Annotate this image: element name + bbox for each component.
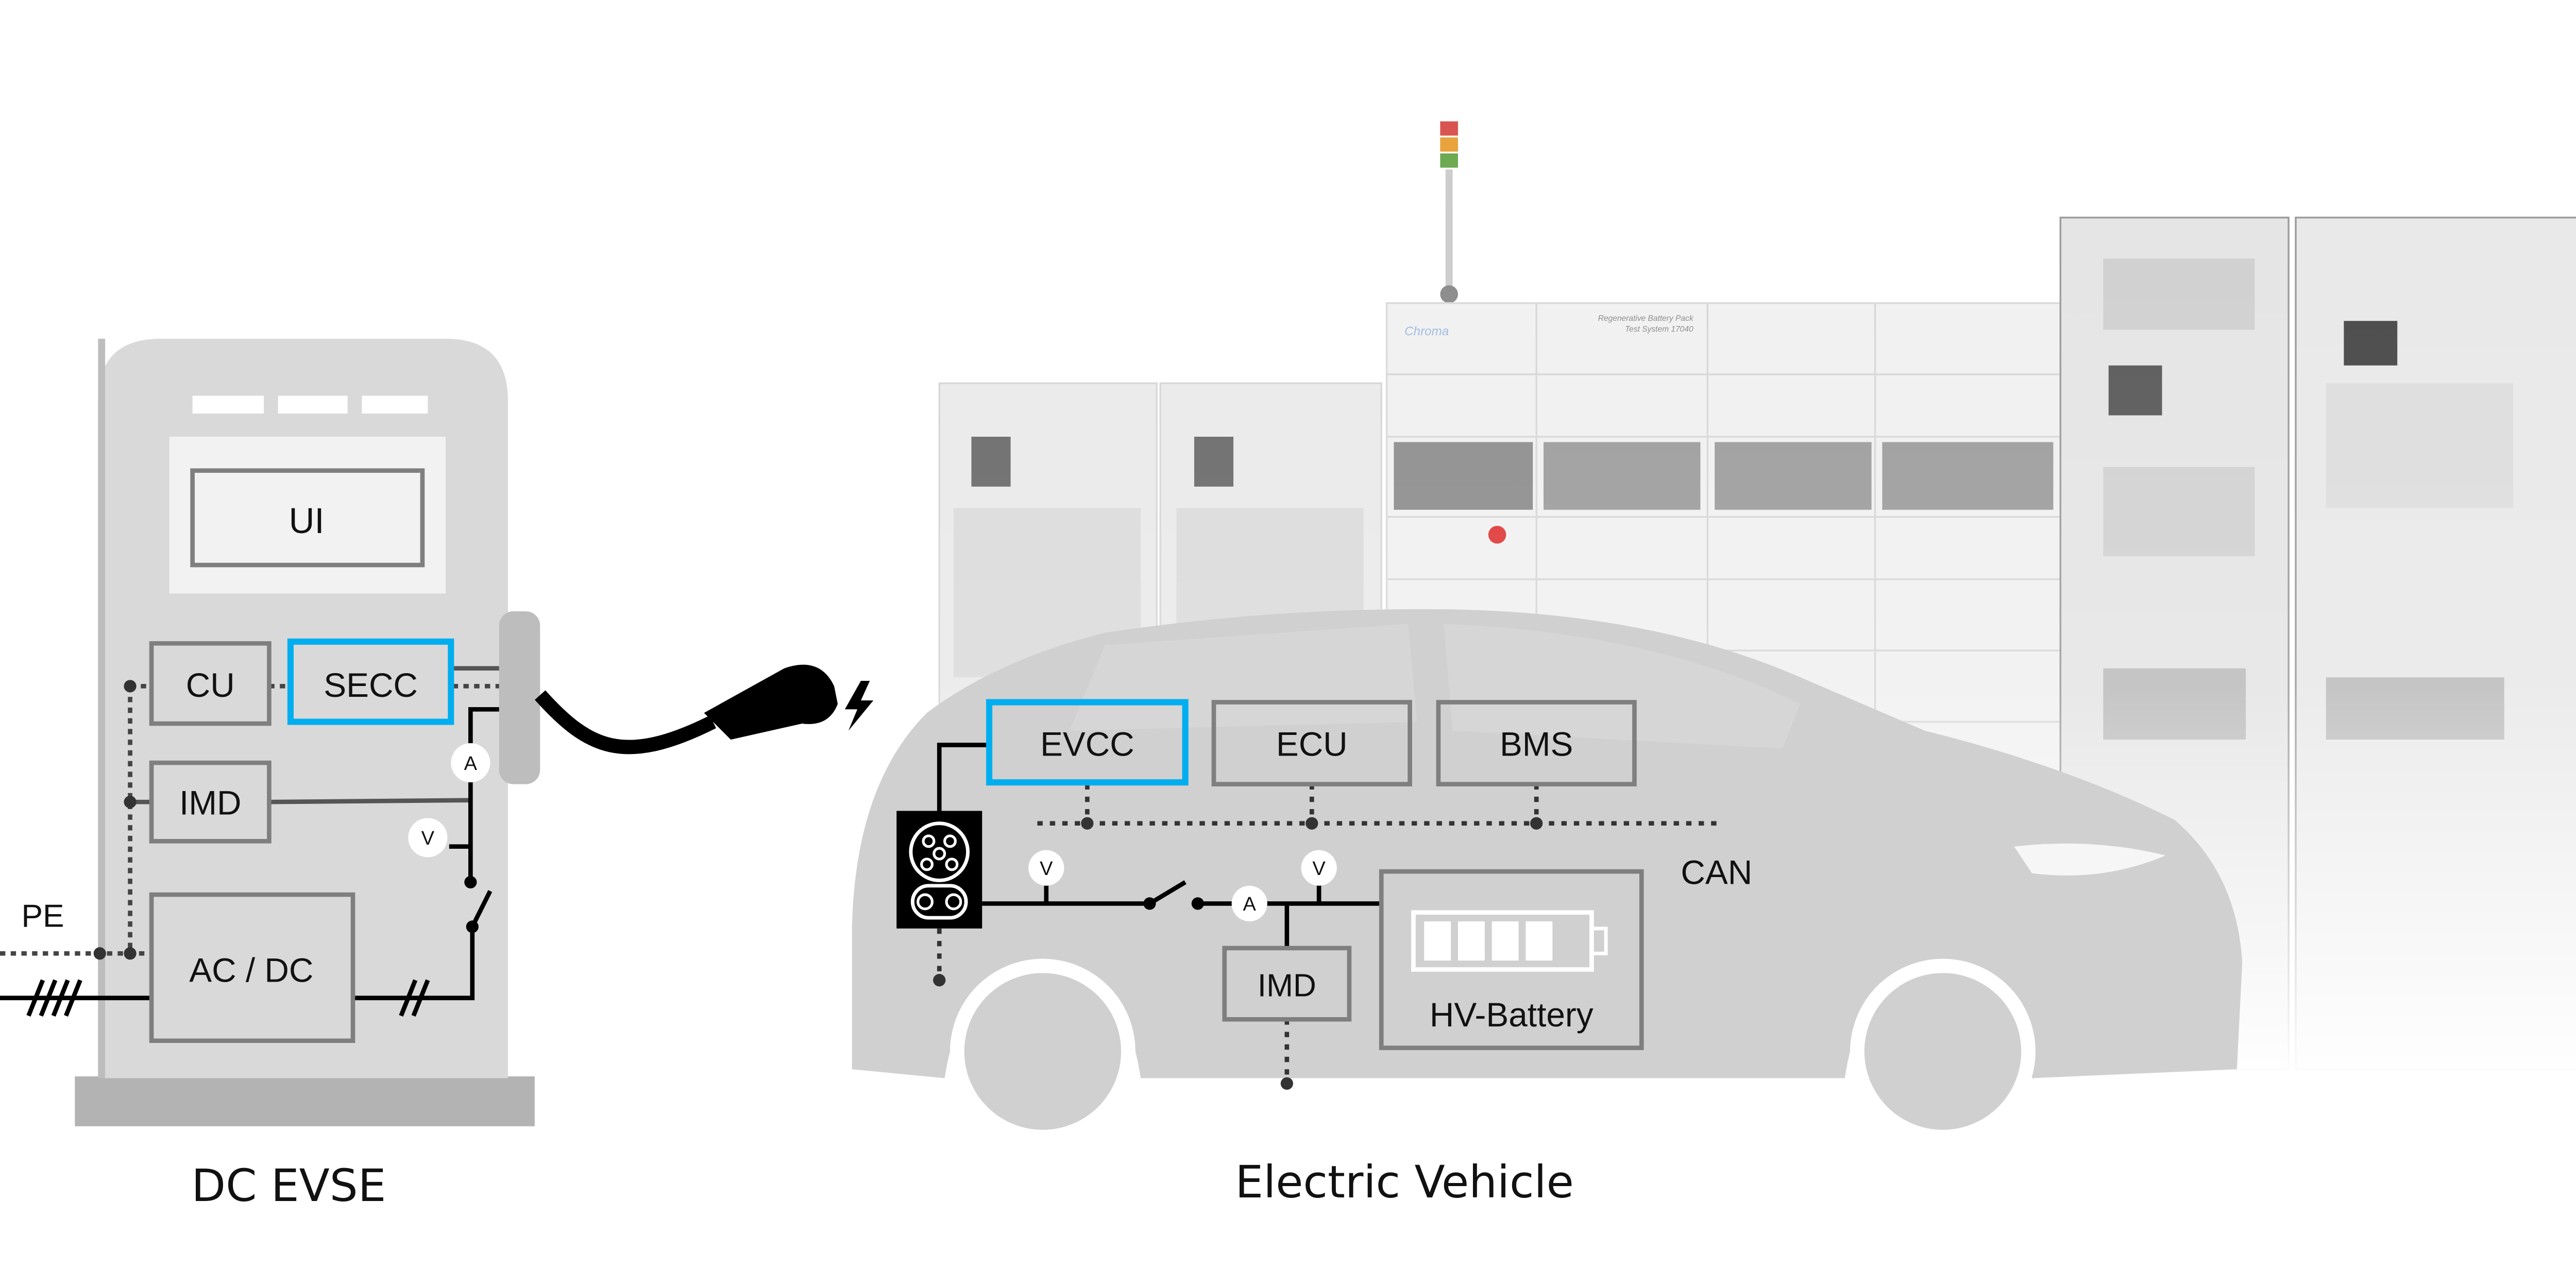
svg-text:V: V	[1312, 858, 1326, 880]
bms-box	[1436, 700, 1637, 786]
svg-text:V: V	[1040, 858, 1053, 880]
evcc-label: EVCC	[1040, 725, 1134, 763]
dc-evse: UI A	[0, 338, 874, 1212]
equipment-brand: Chroma	[1404, 324, 1449, 338]
voltmeter-icon: V	[1028, 850, 1064, 886]
charging-plug	[704, 664, 838, 740]
acdc-box	[149, 892, 355, 1043]
hv-battery-box	[1379, 869, 1644, 1050]
voltmeter-icon: V	[408, 818, 448, 858]
evse-base	[75, 1076, 535, 1126]
voltmeter-icon: V	[1301, 850, 1337, 886]
cu-box	[149, 641, 272, 726]
rear-wheel	[1850, 958, 2036, 1144]
ui-box	[190, 468, 425, 568]
imd-label: IMD	[1258, 968, 1316, 1003]
cu-label: CU	[186, 666, 235, 704]
hv-battery-label: HV-Battery	[1430, 996, 1594, 1034]
evcc-box	[986, 699, 1189, 786]
imd-box	[1222, 946, 1352, 1022]
svg-text:A: A	[1243, 894, 1256, 915]
svg-text:A: A	[464, 753, 478, 775]
ecu-label: ECU	[1276, 725, 1348, 763]
charging-inlet-icon	[896, 811, 982, 929]
front-wheel	[950, 958, 1136, 1144]
evse-caption: DC EVSE	[192, 1160, 386, 1212]
battery-icon	[1411, 910, 1608, 972]
holster	[499, 611, 540, 784]
ammeter-icon: A	[451, 743, 490, 783]
bms-label: BMS	[1500, 725, 1573, 763]
imd-box	[149, 760, 272, 844]
pe-label: PE	[22, 898, 64, 934]
secc-label: SECC	[324, 666, 418, 704]
charging-cable	[534, 690, 717, 754]
ecu-box	[1211, 700, 1412, 786]
equipment-system-name-2: Test System 17040	[1625, 325, 1693, 334]
ammeter-icon: A	[1231, 885, 1267, 921]
equipment-system-name-1: Regenerative Battery Pack	[1598, 314, 1694, 323]
secc-box	[287, 638, 454, 725]
vehicle-caption: Electric Vehicle	[1235, 1157, 1574, 1208]
can-label: CAN	[1681, 853, 1752, 891]
ui-label: UI	[289, 501, 324, 541]
lightning-icon	[844, 680, 874, 731]
imd-label: IMD	[179, 783, 241, 821]
electric-vehicle: V A V EVCC ECU BMS CAN IMD HV-Battery El…	[852, 609, 2243, 1208]
signal-tower	[1440, 121, 1458, 303]
svg-text:V: V	[421, 828, 435, 849]
acdc-label: AC / DC	[189, 951, 313, 989]
